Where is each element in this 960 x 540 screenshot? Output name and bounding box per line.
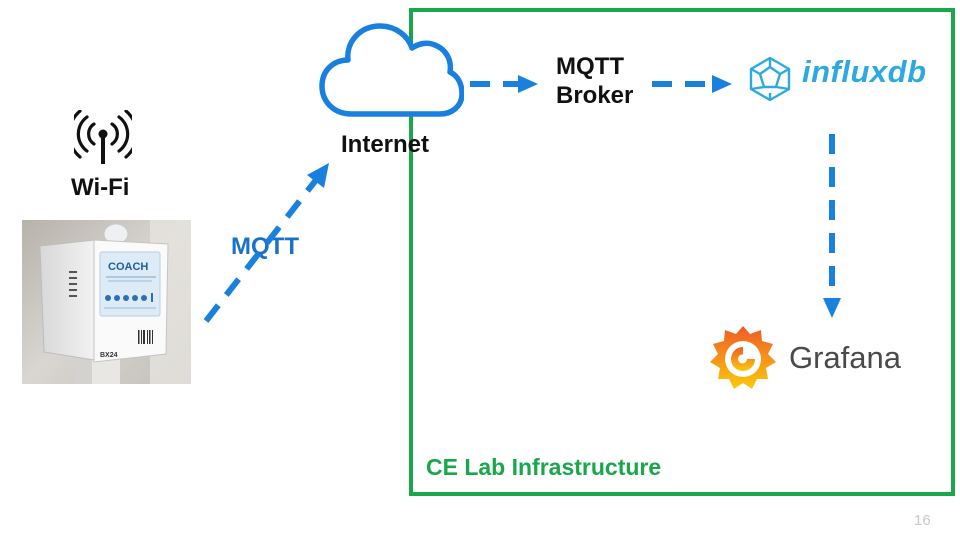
grafana-name: Grafana [789,340,902,375]
wifi-label: Wi-Fi [71,174,130,201]
slide-page-number: 16 [914,512,931,529]
broker-label-line-1: MQTT [556,53,624,80]
arrowhead-device-to-internet [307,163,329,188]
svg-text:BX24: BX24 [100,352,118,359]
influxdb-logo-icon [746,55,794,103]
infrastructure-label: CE Lab Infrastructure [426,454,662,480]
mqtt-link-label: MQTT [231,233,299,260]
svg-text:COACH: COACH [108,261,148,273]
cloud-icon [318,18,465,122]
grafana-logo-icon [706,322,780,396]
ce-lab-infrastructure-frame [409,8,955,496]
antenna-signal-icon [67,109,139,166]
internet-label: Internet [341,131,430,158]
influxdb-name: influxdb [802,54,927,89]
broker-label-line-2: Broker [556,82,634,109]
mqtt-broker-label: MQTT Broker [556,52,633,110]
coach-sensor-device-photo: COACH BX24 [22,220,191,384]
